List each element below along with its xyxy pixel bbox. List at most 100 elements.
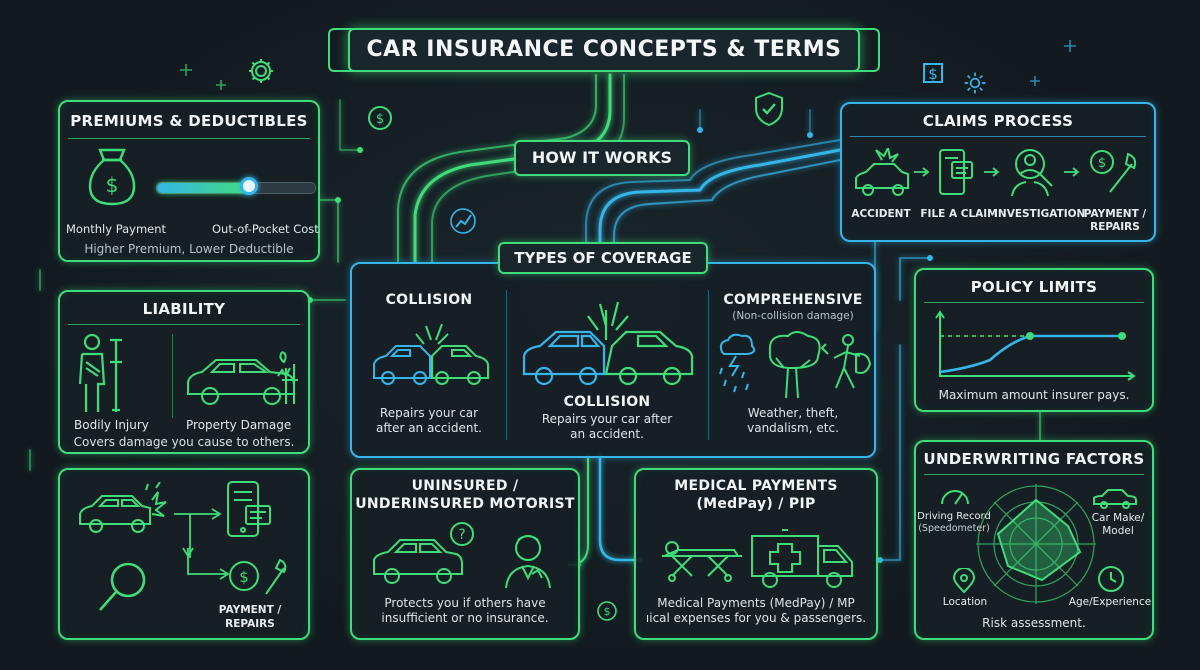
svg-text:$: $ bbox=[376, 112, 384, 127]
crash-car-icon bbox=[79, 482, 167, 533]
svg-text:$: $ bbox=[239, 568, 249, 586]
gear-icon bbox=[249, 59, 273, 83]
ambulance-icon bbox=[751, 529, 853, 588]
uninsured-desc-1: Protects you if others have bbox=[384, 596, 546, 610]
radar-icon bbox=[976, 484, 1096, 604]
underwriting-desc: Risk assessment. bbox=[982, 616, 1086, 630]
liability-panel: LIABILITY Bodily Injury Property Damage … bbox=[58, 290, 310, 454]
dollar-icon: $ bbox=[923, 63, 943, 83]
premiums-title: PREMIUMS & DEDUCTIBLES bbox=[70, 112, 308, 130]
phone-form-icon bbox=[227, 481, 271, 537]
claims-panel: CLAIMS PROCESS bbox=[840, 102, 1156, 242]
claims-step-repairs: REPAIRS bbox=[1090, 221, 1140, 233]
types-title: TYPES OF COVERAGE bbox=[498, 242, 708, 274]
collision-cars-icon bbox=[373, 323, 489, 385]
medpay-title-1: MEDICAL PAYMENTS bbox=[674, 478, 838, 494]
person-question-icon bbox=[505, 535, 551, 589]
monthly-payment-label: Monthly Payment bbox=[66, 222, 167, 236]
claims-step-investigation: INVESTIGATION bbox=[994, 208, 1086, 220]
location-pin-icon bbox=[952, 568, 976, 594]
comprehensive-desc-2: vandalism, etc. bbox=[747, 421, 839, 435]
policy-panel: POLICY LIMITS Maximum amount insurer pay… bbox=[914, 268, 1154, 412]
collision-desc-2: after an accident. bbox=[376, 421, 482, 435]
payment-repairs-icon: $ bbox=[1090, 150, 1137, 193]
how-it-works-label: HOW IT WORKS bbox=[514, 140, 690, 176]
arrow-right-icon bbox=[914, 167, 930, 177]
premium-slider bbox=[156, 177, 316, 195]
svg-text:$: $ bbox=[106, 173, 119, 197]
money-bag-icon: $ bbox=[88, 148, 136, 206]
svg-text:$: $ bbox=[604, 605, 611, 618]
premiums-panel: PREMIUMS & DEDUCTIBLES $ Monthly Payment… bbox=[58, 100, 320, 262]
center-collision-title: COLLISION bbox=[563, 394, 651, 410]
gear-icon bbox=[964, 72, 986, 94]
clock-icon bbox=[1098, 566, 1124, 592]
arrow-right-icon bbox=[174, 508, 222, 558]
arrow-right-icon bbox=[984, 167, 1000, 177]
car-make-label-1: Car Make/ bbox=[1091, 512, 1145, 524]
liability-title: LIABILITY bbox=[142, 300, 226, 318]
magnifier-icon bbox=[99, 562, 146, 611]
page-title: CAR INSURANCE CONCEPTS & TERMS bbox=[328, 28, 880, 72]
policy-desc: Maximum amount insurer pays. bbox=[938, 388, 1130, 402]
dollar-icon: $ bbox=[597, 601, 617, 621]
uninsured-title-1: UNINSURED / bbox=[411, 478, 519, 494]
medpay-desc-1: Medical Payments (MedPay) / MP bbox=[657, 596, 855, 610]
claims-step-file-claim: FILE A CLAIM bbox=[920, 208, 998, 220]
out-of-pocket-label: Out-of-Pocket Cost bbox=[212, 222, 319, 236]
premium-slider-fill bbox=[157, 183, 249, 193]
driving-record-label-1: Driving Record bbox=[917, 511, 991, 522]
comprehensive-desc-1: Weather, theft, bbox=[747, 406, 839, 420]
center-collision-icon bbox=[522, 301, 694, 386]
damaged-car-icon bbox=[187, 351, 298, 405]
underwriting-title: UNDERWRITING FACTORS bbox=[923, 450, 1145, 468]
car-icon bbox=[1093, 489, 1137, 509]
svg-text:?: ? bbox=[458, 527, 465, 543]
uninsured-title-2: UNDERINSURED MOTORIST bbox=[355, 496, 575, 512]
bodily-injury-label: Bodily Injury bbox=[74, 418, 149, 432]
premium-slider-knob bbox=[239, 177, 258, 195]
driving-record-label-2: (Speedometer) bbox=[918, 523, 990, 534]
comprehensive-sub: (Non-collision damage) bbox=[732, 310, 854, 322]
dollar-wrench-icon: $ bbox=[229, 558, 287, 595]
types-panel: COLLISION Repairs your car after an acci… bbox=[350, 262, 876, 458]
investigation-icon bbox=[1011, 149, 1053, 197]
comprehensive-title: COMPREHENSIVE bbox=[723, 292, 863, 308]
medpay-panel: MEDICAL PAYMENTS (MedPay) / PIP Medical … bbox=[634, 468, 878, 640]
storm-tree-thief-icon bbox=[719, 331, 872, 399]
svg-text:$: $ bbox=[1098, 156, 1106, 171]
car-make-label-2: Model bbox=[1102, 525, 1134, 537]
uninsured-panel: UNINSURED / UNDERINSURED MOTORIST ? Prot… bbox=[350, 468, 580, 640]
arrow-right-icon bbox=[1064, 167, 1080, 177]
accident-icon bbox=[855, 148, 909, 196]
medpay-desc-2: ıical expenses for you & passengers. bbox=[645, 611, 867, 625]
liability-note: Covers damage you cause to others. bbox=[73, 435, 295, 449]
collision-title: COLLISION bbox=[385, 292, 473, 308]
property-damage-label: Property Damage bbox=[186, 418, 292, 432]
location-label: Location bbox=[942, 596, 988, 608]
age-experience-label: Age/Experience bbox=[1068, 596, 1152, 608]
claims-flow-panel: $ PAYMENT / REPAIRS bbox=[58, 468, 310, 640]
collision-desc-1: Repairs your car bbox=[379, 406, 479, 420]
car-question-icon: ? bbox=[373, 522, 474, 584]
claims-step-accident: ACCIDENT bbox=[851, 208, 911, 220]
dollar-icon: $ bbox=[368, 106, 392, 130]
policy-title: POLICY LIMITS bbox=[970, 278, 1098, 296]
file-claim-icon bbox=[939, 149, 973, 195]
payment-repairs-caption-2: REPAIRS bbox=[225, 618, 275, 630]
center-collision-desc-2: an accident. bbox=[570, 427, 644, 441]
payment-repairs-caption-1: PAYMENT / bbox=[218, 604, 282, 616]
underwriting-panel: UNDERWRITING FACTORS Driving Record (Spe… bbox=[914, 440, 1154, 640]
injured-person-icon bbox=[78, 333, 122, 412]
medpay-title-2: (MedPay) / PIP bbox=[696, 496, 816, 512]
stretcher-icon bbox=[662, 541, 742, 582]
graph-icon bbox=[450, 208, 476, 234]
speedometer-icon bbox=[941, 490, 969, 505]
shield-check-icon bbox=[755, 91, 783, 127]
arrow-down-right-icon bbox=[182, 547, 230, 580]
uninsured-desc-2: insufficient or no insurance. bbox=[381, 611, 549, 625]
claims-title: CLAIMS PROCESS bbox=[922, 112, 1074, 130]
premiums-note: Higher Premium, Lower Deductible bbox=[84, 242, 294, 256]
center-collision-desc-1: Repairs your car after bbox=[541, 412, 673, 426]
